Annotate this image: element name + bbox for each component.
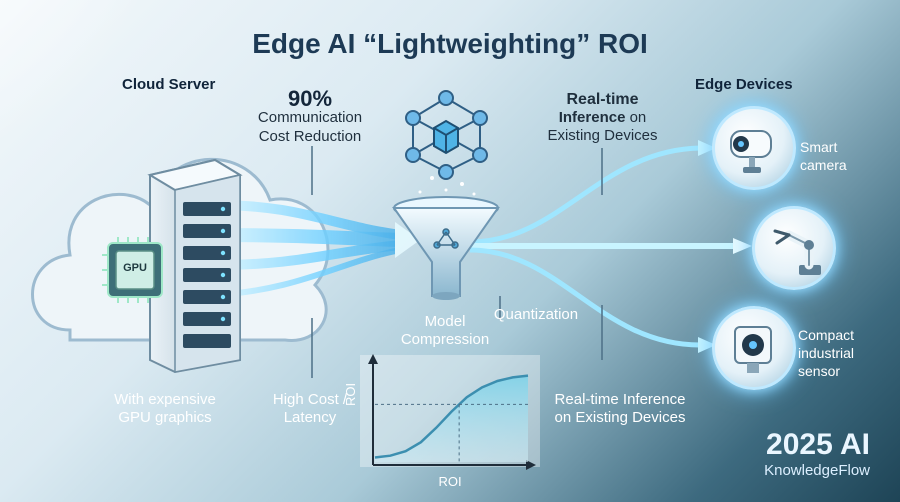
brand-name: KnowledgeFlow	[764, 462, 870, 479]
light-glow	[0, 0, 180, 180]
cloud-server-heading: Cloud Server	[122, 76, 216, 93]
sensor-line2: industrial	[798, 345, 855, 361]
realtime-top-line2: Inference on	[530, 108, 675, 127]
roi-x-axis-label: ROI	[438, 474, 462, 489]
communication-line2: Cost Reduction	[258, 128, 362, 145]
cloud-caption-line2: GPU graphics	[118, 409, 212, 426]
neural-network-icon	[405, 90, 488, 180]
realtime-top-bold: Inference	[558, 109, 626, 126]
gpu-chip-icon	[102, 237, 163, 303]
realtime-bottom-line2: on Existing Devices	[554, 409, 686, 426]
realtime-top-line3: Existing Devices	[547, 127, 658, 144]
page-title: Edge AI “Lightweighting” ROI	[252, 28, 648, 59]
gpu-chip-label: GPU	[123, 262, 147, 274]
realtime-top-suffix: on	[629, 109, 647, 126]
roi-area	[375, 375, 528, 462]
cloud-caption-line1: With expensive	[114, 391, 216, 408]
smart-camera-line1: Smart	[800, 139, 838, 155]
industrial-sensor-device	[712, 306, 796, 390]
output-streams	[469, 140, 752, 353]
compression-line2: Compression	[400, 331, 490, 348]
cost-line2: Latency	[283, 409, 337, 426]
realtime-bottom-line1: Real-time Inference	[554, 391, 686, 408]
brand-year: 2025 AI	[766, 428, 870, 461]
leader-lines	[311, 146, 603, 378]
roi-y-axis-label: ROI	[343, 382, 358, 406]
data-streams	[208, 200, 420, 298]
roi-chart	[360, 354, 540, 470]
robot-arm-device	[752, 206, 836, 290]
funnel-icon	[392, 196, 500, 300]
sensor-line3: sensor	[798, 363, 841, 379]
sensor-line1: Compact	[798, 327, 855, 343]
roi-curve	[374, 374, 529, 459]
sensor-icon	[734, 326, 772, 373]
sparkle-particles	[418, 176, 476, 196]
server-icon	[147, 158, 243, 374]
cost-line1: High Cost /	[272, 391, 348, 408]
camera-icon	[730, 130, 772, 173]
compression-line1: Model	[424, 313, 466, 330]
smart-camera-line2: camera	[800, 157, 847, 173]
robot-arm-icon	[773, 229, 821, 275]
communication-percent: 90%	[287, 86, 333, 111]
quantization-label: Quantization	[493, 306, 579, 323]
smart-camera-device	[712, 106, 796, 190]
communication-line1: Communication	[257, 109, 363, 126]
edge-devices-heading: Edge Devices	[695, 76, 793, 93]
realtime-top-line1: Real-time	[566, 91, 639, 108]
